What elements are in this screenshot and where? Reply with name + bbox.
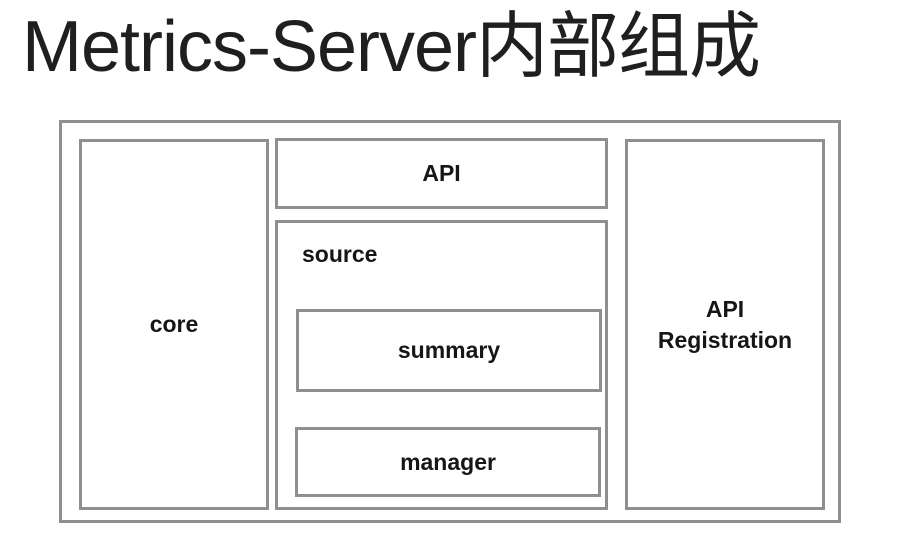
- source-box: source summary manager: [275, 220, 608, 510]
- manager-box: manager: [295, 427, 601, 497]
- manager-label: manager: [400, 448, 496, 475]
- api-label: API: [422, 160, 461, 186]
- core-box: core: [79, 139, 269, 510]
- core-label: core: [149, 311, 199, 337]
- api-registration-label-line2: Registration: [657, 326, 793, 353]
- api-registration-label-line1: API: [705, 295, 745, 322]
- api-registration-box: API Registration: [625, 139, 825, 510]
- metrics-server-outer-box: core API source summary manager API Regi…: [59, 120, 841, 523]
- summary-box: summary: [296, 309, 602, 392]
- source-label: source: [302, 241, 378, 267]
- diagram-title: Metrics-Server内部组成: [22, 7, 761, 87]
- api-registration-label: API Registration: [658, 294, 792, 356]
- summary-label: summary: [397, 337, 501, 363]
- api-box: API: [275, 138, 608, 209]
